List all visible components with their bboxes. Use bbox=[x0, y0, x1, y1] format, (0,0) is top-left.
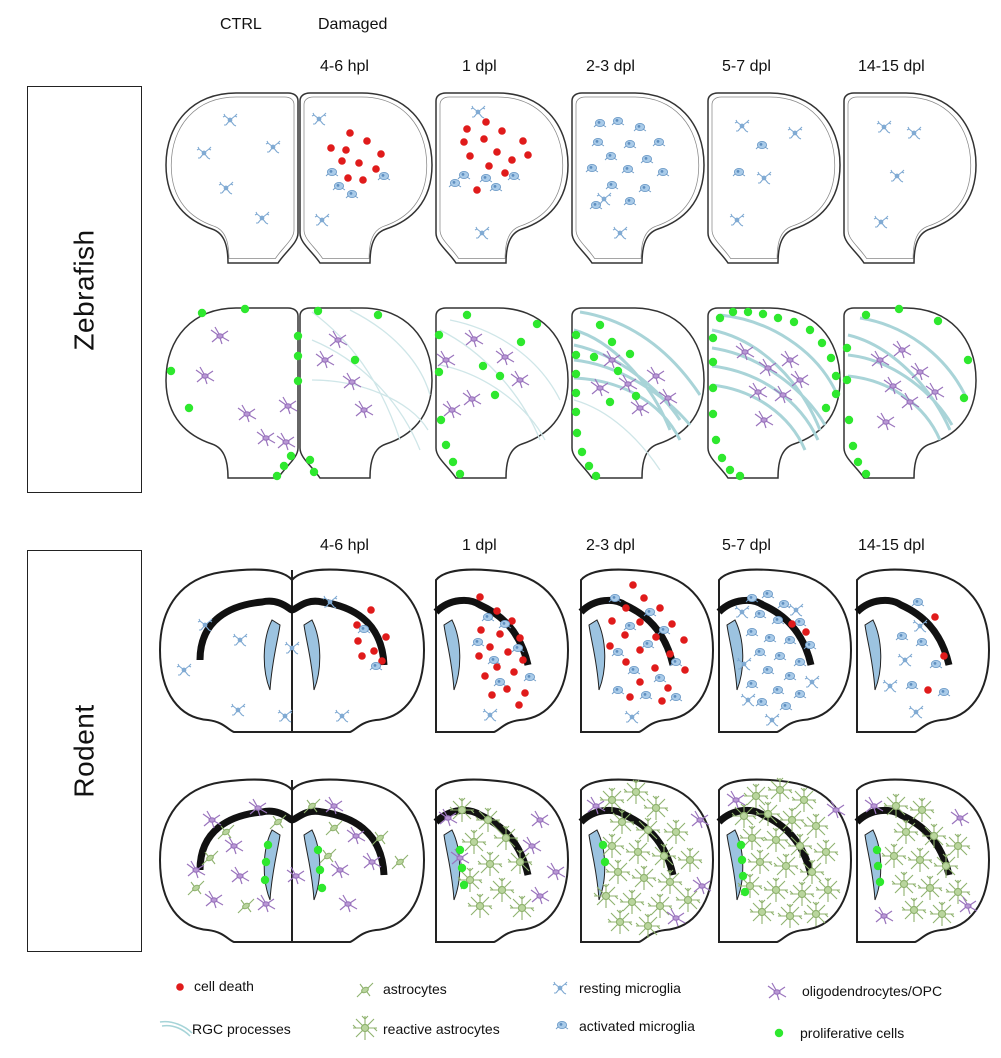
zf-time-14-15dpl: 14-15 dpl bbox=[858, 58, 925, 75]
rd-time-1dpl: 1 dpl bbox=[462, 537, 497, 554]
damaged-header: Damaged bbox=[318, 16, 388, 33]
legend-oligodendrocytes: oligodendrocytes/OPC bbox=[802, 983, 943, 999]
zf-r1-5-7dpl bbox=[707, 92, 841, 264]
rd-r2-5-7dpl bbox=[716, 777, 852, 943]
legend-astrocytes: astrocytes bbox=[383, 981, 447, 997]
zf-r1-14-15dpl bbox=[843, 92, 977, 264]
zf-time-4-6hpl: 4-6 hpl bbox=[320, 58, 369, 75]
legend-cell-death: cell death bbox=[194, 978, 254, 994]
reactive-astrocyte-icon bbox=[352, 1015, 378, 1041]
rd-r2-2-3dpl bbox=[578, 778, 714, 943]
rd-r1-2-3dpl bbox=[578, 568, 714, 733]
zf-r2-ctrl-damaged-pair bbox=[165, 304, 433, 481]
rd-r2-1dpl bbox=[433, 778, 569, 943]
zf-r1-ctrl-damaged-pair bbox=[165, 92, 433, 264]
zf-time-1dpl: 1 dpl bbox=[462, 58, 497, 75]
legend-proliferative-cells: proliferative cells bbox=[800, 1025, 905, 1041]
astrocyte-icon bbox=[356, 982, 374, 998]
rd-time-14-15dpl: 14-15 dpl bbox=[858, 537, 925, 554]
zf-r1-1dpl bbox=[435, 92, 569, 264]
cell-death-icon bbox=[176, 983, 184, 991]
rd-r1-5-7dpl bbox=[716, 568, 852, 733]
resting-microglia-icon bbox=[552, 981, 568, 995]
legend-resting-microglia: resting microglia bbox=[579, 980, 681, 996]
activated-microglia-icon bbox=[555, 1020, 569, 1030]
rgc-process-icon bbox=[159, 1020, 193, 1037]
rd-time-5-7dpl: 5-7 dpl bbox=[722, 537, 771, 554]
rd-time-4-6hpl: 4-6 hpl bbox=[320, 537, 369, 554]
rd-time-2-3dpl: 2-3 dpl bbox=[586, 537, 635, 554]
rd-r1-ctrl-damaged-pair bbox=[159, 568, 425, 733]
zf-r2-14-15dpl bbox=[842, 304, 977, 479]
legend-activated-microglia: activated microglia bbox=[579, 1018, 695, 1034]
rodent-label-box: Rodent bbox=[27, 550, 142, 952]
legend-rgc-processes: RGC processes bbox=[192, 1021, 291, 1037]
zf-time-5-7dpl: 5-7 dpl bbox=[722, 58, 771, 75]
zf-r2-1dpl bbox=[434, 307, 569, 479]
oligodendrocyte-icon bbox=[767, 982, 787, 1001]
ctrl-header: CTRL bbox=[220, 16, 262, 33]
zf-time-2-3dpl: 2-3 dpl bbox=[586, 58, 635, 75]
zebrafish-label-box: Zebrafish bbox=[27, 86, 142, 493]
rd-r2-ctrl-damaged-pair bbox=[159, 778, 425, 943]
rd-r2-14-15dpl bbox=[854, 778, 990, 943]
rd-r1-14-15dpl bbox=[854, 568, 990, 733]
zf-r2-5-7dpl bbox=[707, 307, 841, 481]
zf-r2-2-3dpl bbox=[571, 307, 705, 481]
legend-icons bbox=[159, 981, 787, 1041]
legend-reactive-astrocytes: reactive astrocytes bbox=[383, 1021, 500, 1037]
rd-r1-1dpl bbox=[433, 568, 569, 733]
proliferative-cells-icon bbox=[774, 1028, 784, 1038]
zf-r1-2-3dpl bbox=[571, 92, 705, 264]
